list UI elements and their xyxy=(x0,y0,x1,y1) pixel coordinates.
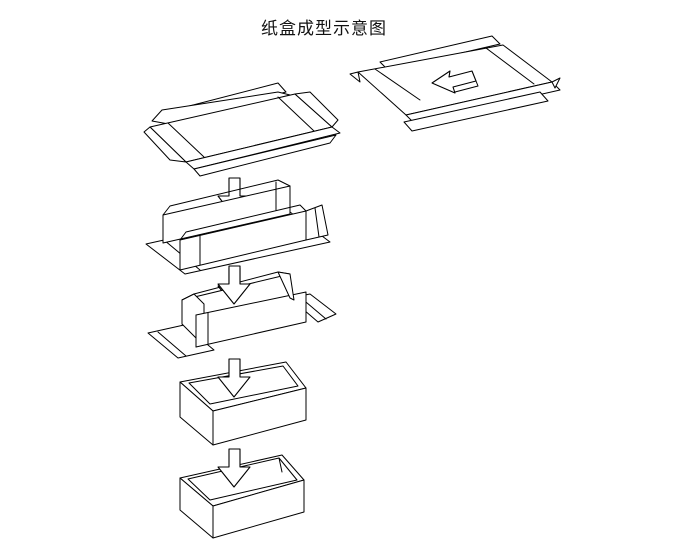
down-arrow-icon xyxy=(217,448,251,488)
side-walls-raised xyxy=(145,179,331,275)
flat-blank xyxy=(143,82,341,177)
flat-blank-top-right xyxy=(349,35,561,132)
box-formed xyxy=(179,361,307,446)
box-finished xyxy=(179,454,305,539)
diagram-title: 纸盒成型示意图 xyxy=(261,19,387,39)
down-arrow-icon xyxy=(217,265,251,305)
down-arrow-icon xyxy=(217,358,251,398)
